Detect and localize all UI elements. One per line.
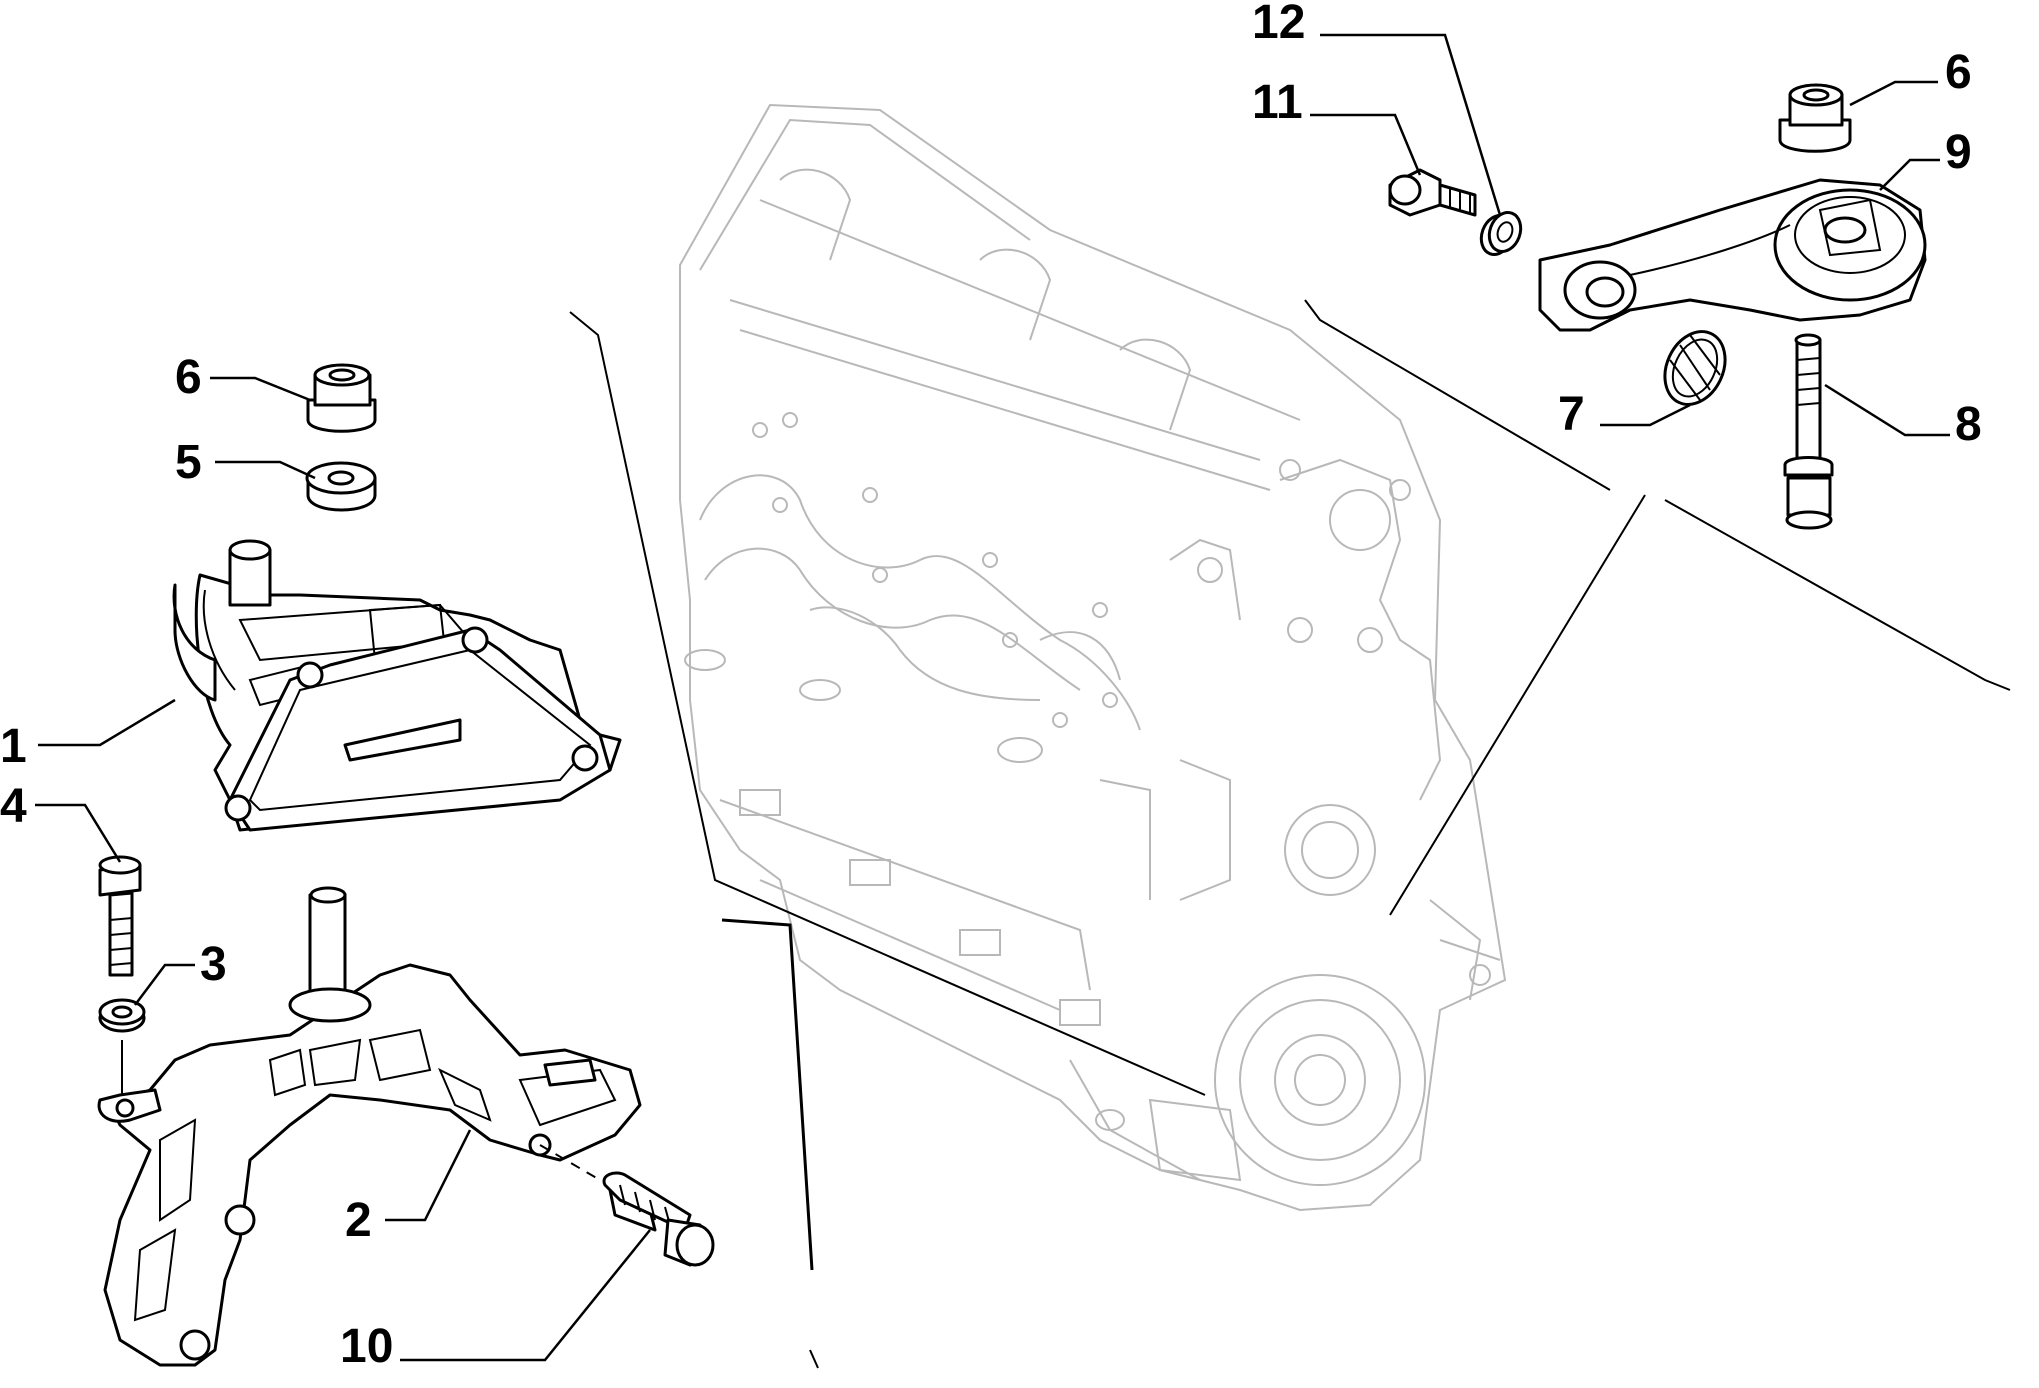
part-5-bushing [305,461,377,512]
leader-12 [1320,33,1502,216]
callout-10: 10 [340,1320,393,1373]
part-9-torque-rod [1538,178,1927,332]
part-4-bolt [98,855,142,977]
part-7-mesh-washer [1663,330,1727,406]
part-2-lower-bracket [97,886,642,1367]
callout-7: 7 [1558,388,1585,441]
callout-1: 1 [0,720,27,773]
part-3-washer [98,998,146,1095]
engine-block [679,103,1507,1212]
part-1-rubber-mount [172,539,622,832]
callout-4: 4 [0,780,27,833]
leader-8 [1824,383,1950,437]
callout-2: 2 [345,1194,372,1247]
callout-11: 11 [1252,76,1303,129]
callout-5: 5 [175,436,202,489]
leader-5 [215,460,316,480]
callout-8: 8 [1955,398,1982,451]
part-6-nut-right [1778,83,1852,153]
leader-2 [385,1129,472,1222]
leader-11 [1310,113,1422,176]
part-8-stud [1783,333,1834,530]
leader-3 [134,963,195,1006]
leader-1 [38,698,176,747]
leader-7 [1600,403,1691,427]
leader-6a [210,376,311,402]
leader-4 [35,803,122,863]
leader-9 [1879,158,1940,191]
leader-6b [1849,80,1938,107]
leader-10 [400,1229,651,1362]
part-11-bolt [1388,168,1477,217]
callout-6b: 6 [1945,46,1972,99]
callout-labels: 1 2 3 4 5 6 6 7 8 9 10 11 12 [0,0,1982,1373]
callout-6a: 6 [175,351,202,404]
part-12-washer [1479,211,1523,256]
leader-lines [35,33,1950,1362]
part-10-bolt [539,1144,715,1267]
callout-9: 9 [1945,126,1972,179]
callout-12: 12 [1252,0,1305,49]
part-6-nut-left [306,363,377,433]
assembly-reference-lines [569,299,2011,1369]
callout-3: 3 [200,938,227,991]
